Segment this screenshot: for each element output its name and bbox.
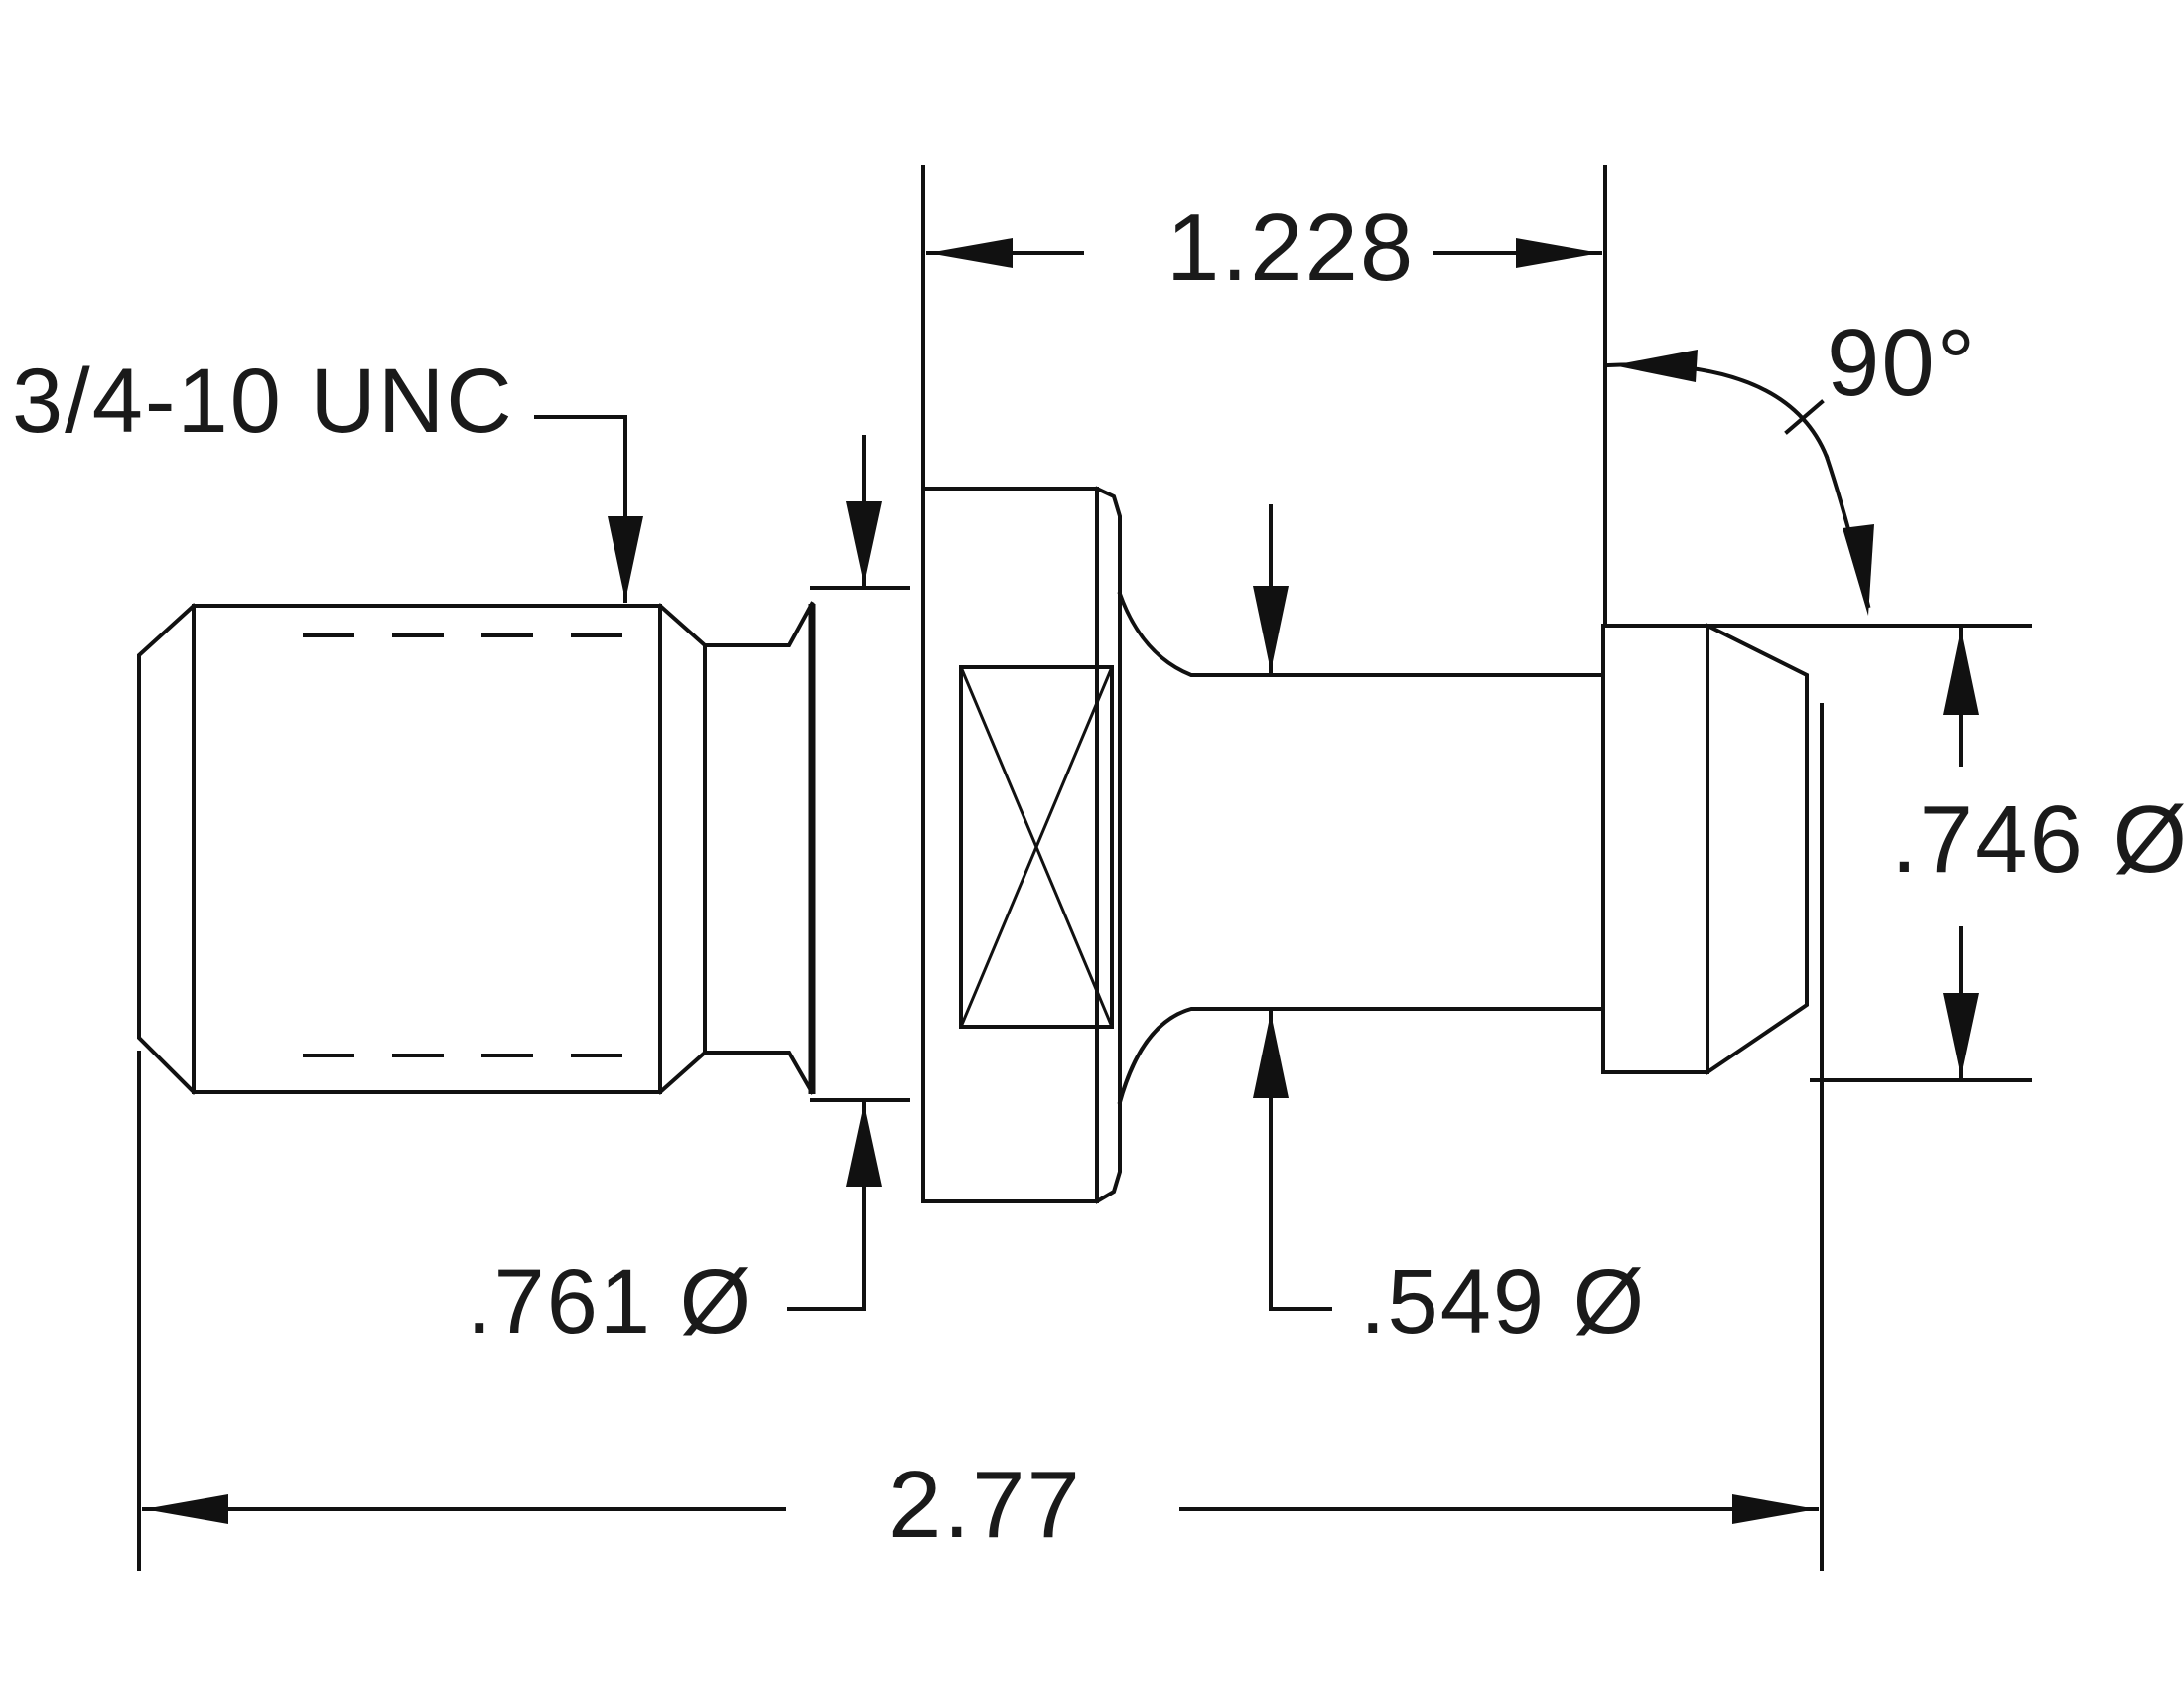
arrowhead — [928, 238, 1013, 268]
thread-leader: 3/4-10 UNC — [12, 351, 643, 603]
arrowhead — [1943, 993, 1979, 1076]
threaded-section — [137, 603, 662, 1095]
flange-spacing-dimension: 1.228 — [921, 165, 1607, 628]
arrowhead — [1613, 350, 1698, 382]
shank-diameter-dimension: .549 Ø — [1253, 504, 1646, 1352]
overall-length-label: 2.77 — [888, 1452, 1082, 1558]
arrowhead — [846, 501, 882, 584]
arrowhead — [608, 516, 643, 601]
arrowhead — [1943, 630, 1979, 715]
arrowhead — [1253, 1013, 1289, 1098]
head — [1601, 623, 1809, 1075]
wrench-flats-symbol — [959, 665, 1114, 1029]
collar — [808, 586, 910, 1102]
flange — [921, 486, 1122, 1204]
arrowhead — [1253, 586, 1289, 671]
angle-label: 90° — [1827, 310, 1977, 416]
shank-diameter-label: .549 Ø — [1360, 1251, 1646, 1352]
head-diameter-label: .746 Ø — [1891, 786, 2184, 893]
flange-spacing-label: 1.228 — [1166, 195, 1415, 301]
part-outline — [137, 486, 1809, 1204]
arrowhead — [1732, 1494, 1817, 1524]
angle-dimension: 90° — [1605, 310, 1977, 616]
head-diameter-dimension: .746 Ø — [1706, 624, 2184, 1082]
arrowhead — [1843, 524, 1874, 616]
shank — [1117, 591, 1605, 1105]
arrowhead — [144, 1494, 228, 1524]
collar-diameter-label: .761 Ø — [467, 1251, 752, 1352]
thread-spec-label: 3/4-10 UNC — [12, 351, 514, 452]
relief-groove — [657, 601, 815, 1095]
collar-diameter-dimension: .761 Ø — [467, 435, 882, 1352]
arrowhead — [846, 1104, 882, 1187]
overall-length-dimension: 2.77 — [137, 703, 1824, 1571]
arrowhead — [1516, 238, 1600, 268]
